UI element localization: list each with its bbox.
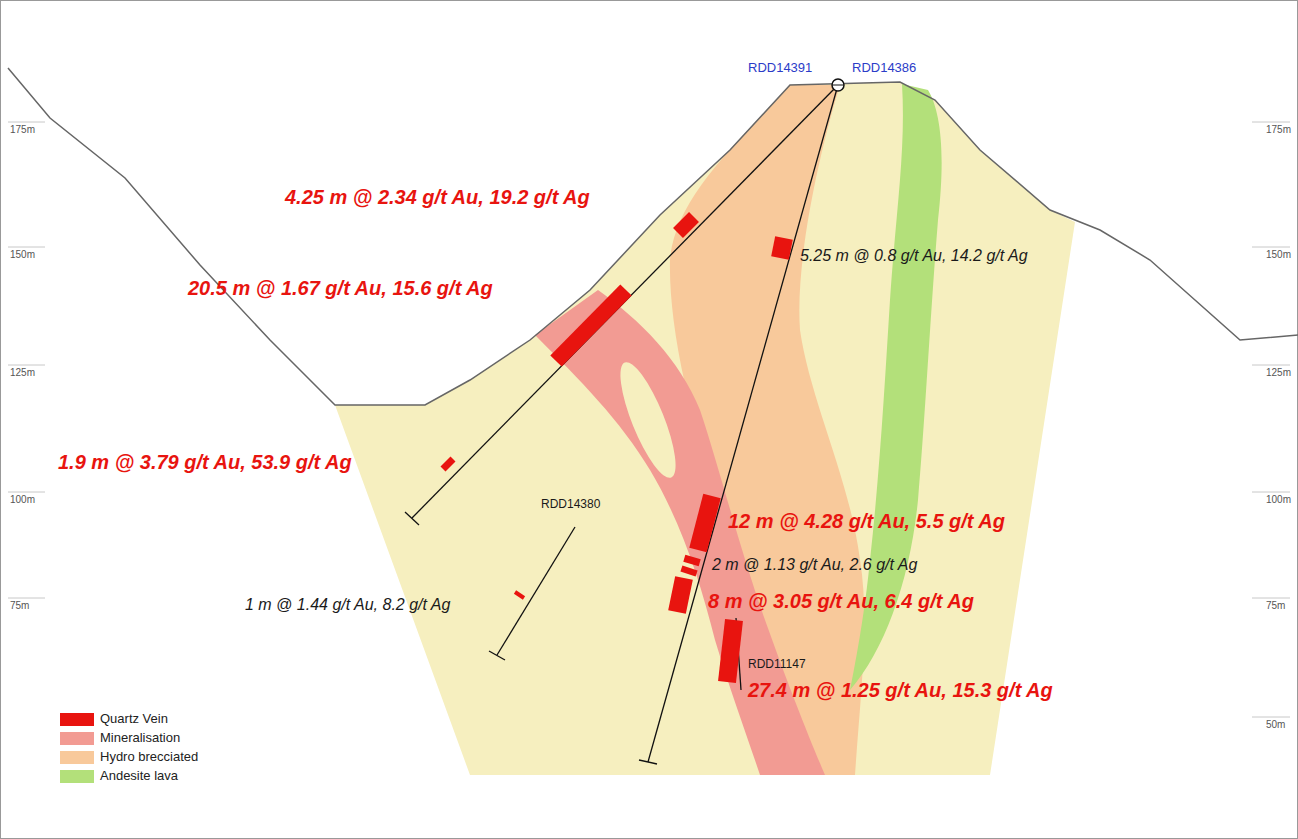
mineralisation-zone	[535, 290, 825, 775]
elevation-label: 100m	[1266, 494, 1291, 506]
drillhole-name: RDD11147	[748, 658, 806, 672]
legend-swatch	[60, 732, 94, 745]
drillhole-name: RDD14386	[852, 61, 916, 76]
assay-intercept: 5.25 m @ 0.8 g/t Au, 14.2 g/t Ag	[800, 247, 1028, 265]
legend-swatch	[60, 770, 94, 783]
elevation-label: 125m	[1266, 367, 1291, 379]
elevation-label: 150m	[1266, 249, 1291, 261]
assay-intercept: 27.4 m @ 1.25 g/t Au, 15.3 g/t Ag	[748, 679, 1053, 702]
legend-text: Quartz Vein	[100, 711, 168, 726]
elevation-label: 175m	[1266, 124, 1291, 136]
assay-intercept: 1.9 m @ 3.79 g/t Au, 53.9 g/t Ag	[58, 451, 352, 474]
legend-swatch	[60, 751, 94, 764]
legend-text: Hydro brecciated	[100, 749, 198, 764]
assay-intercept: 12 m @ 4.28 g/t Au, 5.5 g/t Ag	[728, 510, 1005, 533]
legend-swatch	[60, 713, 94, 726]
quartz-veins	[443, 217, 784, 682]
elevation-label: 50m	[1266, 719, 1285, 731]
elevation-label: 125m	[10, 367, 35, 379]
assay-intercept: 20.5 m @ 1.67 g/t Au, 15.6 g/t Ag	[188, 277, 493, 300]
legend-text: Mineralisation	[100, 730, 180, 745]
assay-intercept: 4.25 m @ 2.34 g/t Au, 19.2 g/t Ag	[285, 186, 590, 209]
elevation-label: 100m	[10, 494, 35, 506]
elevation-label: 175m	[10, 124, 35, 136]
assay-intercept: 8 m @ 3.05 g/t Au, 6.4 g/t Ag	[708, 590, 974, 613]
drillhole-name: RDD14391	[748, 61, 812, 76]
collar-symbol	[832, 85, 844, 86]
elevation-label: 150m	[10, 249, 35, 261]
drillhole-name: RDD14380	[541, 498, 600, 512]
host-rock	[335, 82, 1075, 775]
elevation-label: 75m	[10, 600, 29, 612]
collar-symbol	[832, 79, 844, 91]
assay-intercept: 2 m @ 1.13 g/t Au, 2.6 g/t Ag	[712, 556, 917, 574]
elevation-label: 75m	[1266, 600, 1285, 612]
assay-intercept: 1 m @ 1.44 g/t Au, 8.2 g/t Ag	[245, 596, 450, 614]
barren-lens	[610, 357, 686, 484]
topography-line	[8, 68, 1298, 405]
legend-text: Andesite lava	[100, 768, 178, 783]
